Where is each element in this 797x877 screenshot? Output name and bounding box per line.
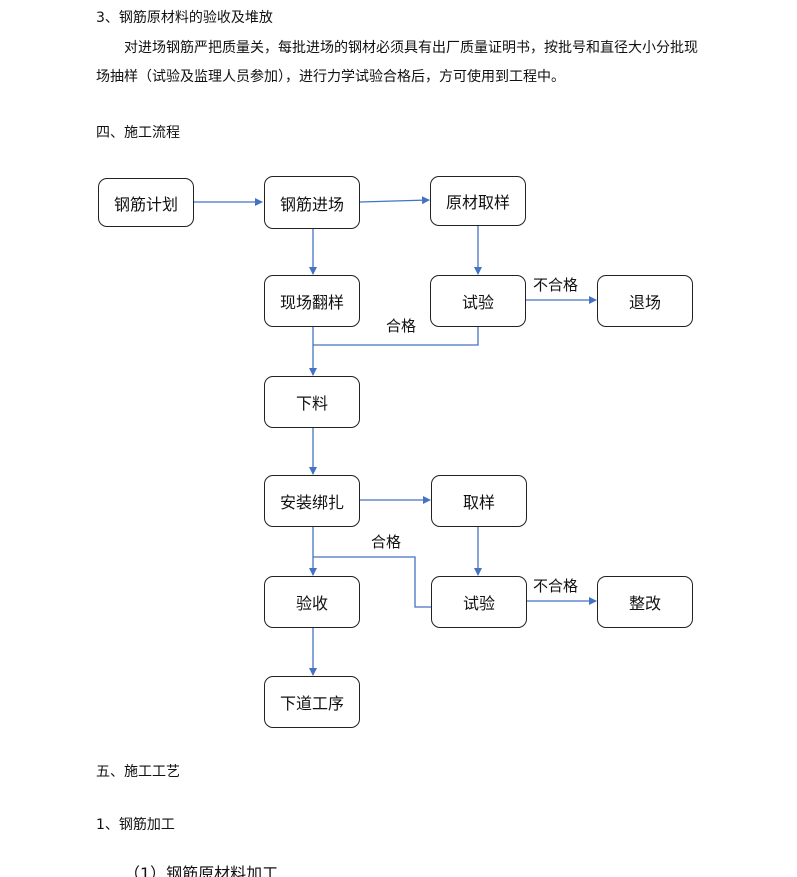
- node-raw-sampling: 原材取样: [430, 176, 526, 226]
- section5-sub1: 1、钢筋加工: [96, 817, 175, 833]
- node-rebar-entry: 钢筋进场: [264, 176, 360, 229]
- line-test1-pass: [313, 326, 479, 346]
- node-next-step: 下道工序: [264, 676, 360, 728]
- section5-sub1-1: （1）钢筋原材料加工: [124, 864, 279, 877]
- section5-heading: 五、施工工艺: [96, 764, 180, 780]
- node-rebar-plan: 钢筋计划: [98, 178, 194, 227]
- node-site-check: 现场翻样: [264, 275, 360, 327]
- label-pass-1: 合格: [386, 317, 417, 335]
- node-install: 安装绑扎: [264, 475, 360, 527]
- node-test-1: 试验: [430, 275, 526, 327]
- line-test2-pass: [313, 556, 432, 608]
- section5-sub1-1-clipped: （1）钢筋原材料加工: [124, 864, 424, 877]
- section4-heading: 四、施工流程: [96, 125, 180, 141]
- node-test-2: 试验: [431, 576, 527, 628]
- node-acceptance: 验收: [264, 576, 360, 628]
- arrow-entry-to-sampling: [359, 196, 430, 205]
- node-cutting: 下料: [264, 376, 360, 428]
- label-pass-2: 合格: [371, 533, 402, 551]
- node-return: 退场: [597, 275, 693, 327]
- section3-heading: 3、钢筋原材料的验收及堆放: [96, 10, 273, 26]
- label-fail-1: 不合格: [533, 276, 579, 294]
- section3-paragraph: 对进场钢筋严把质量关，每批进场的钢材必须具有出厂质量证明书，按批号和直径大小分批…: [96, 40, 698, 85]
- label-fail-2: 不合格: [533, 577, 579, 595]
- node-rectify: 整改: [597, 576, 693, 628]
- node-sampling-2: 取样: [431, 475, 527, 527]
